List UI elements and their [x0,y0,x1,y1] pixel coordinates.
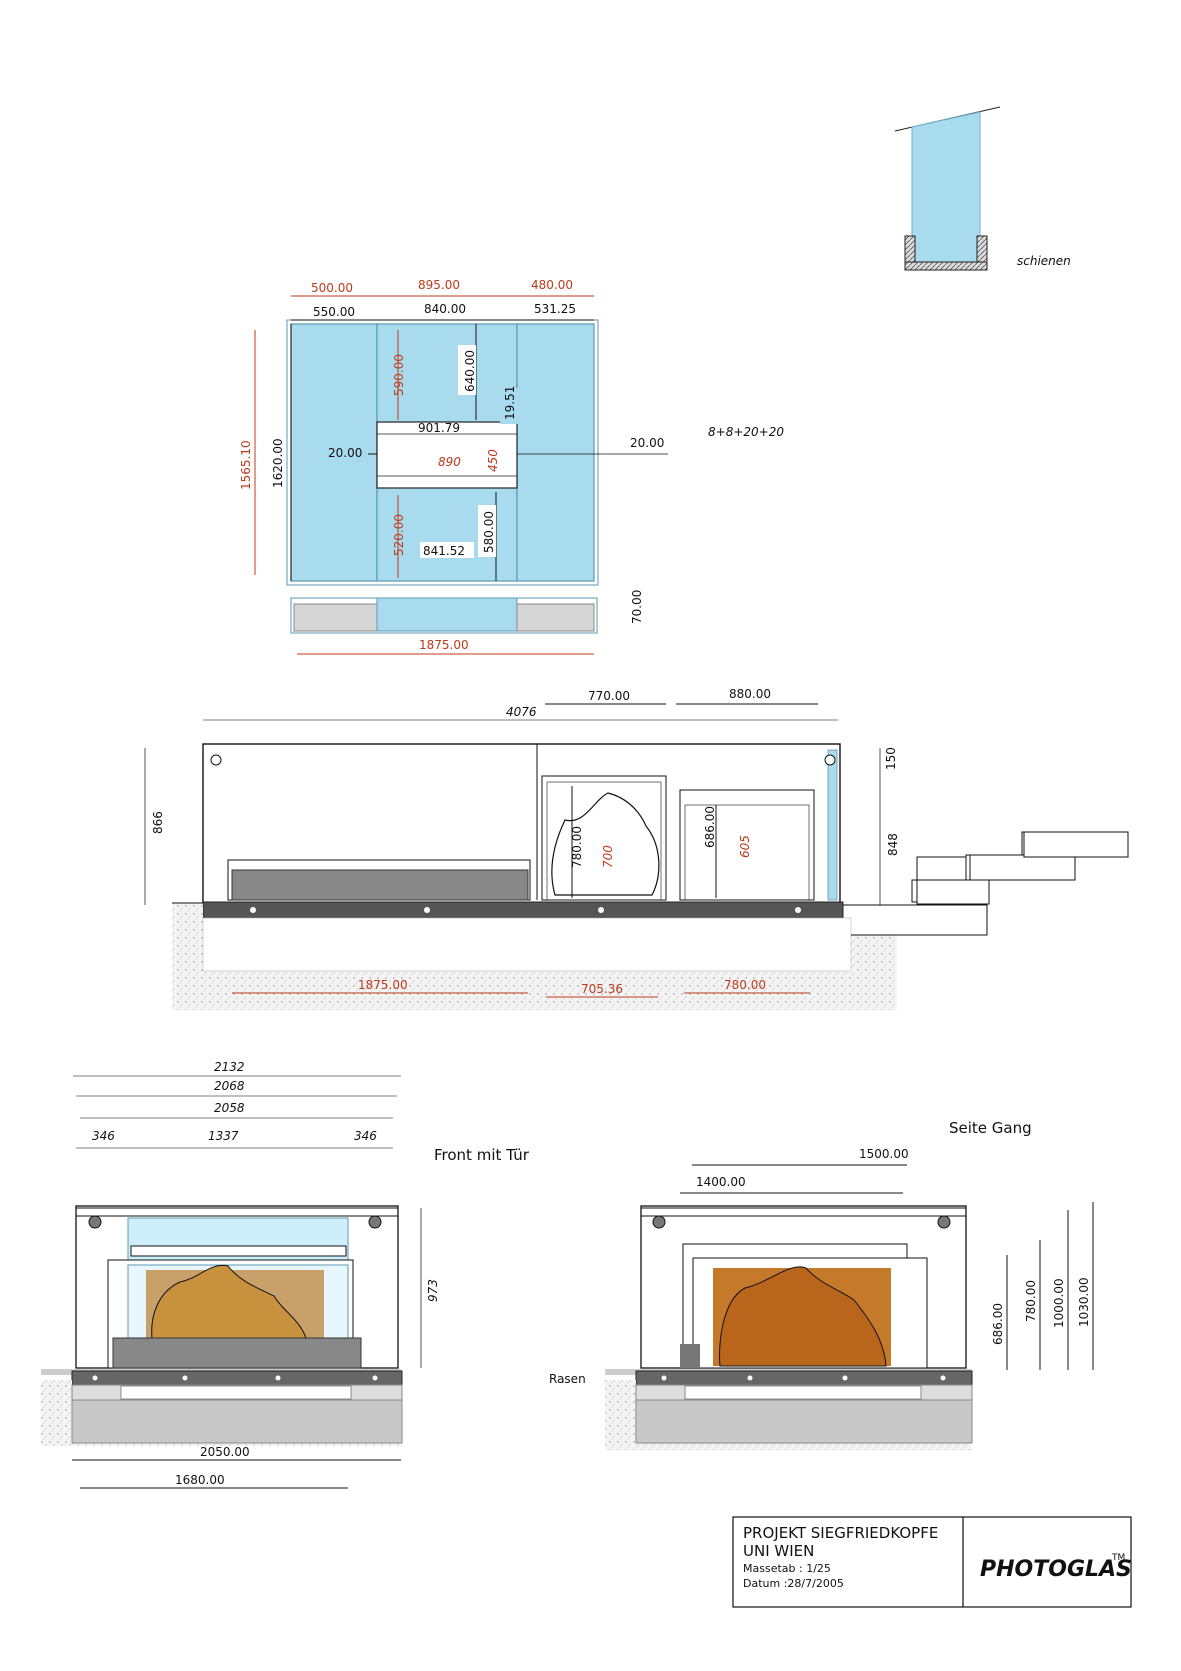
dim-880: 880.00 [729,687,771,701]
dim-top-red-2: 895.00 [418,278,460,292]
dim-top-red-3: 480.00 [531,278,573,292]
side-h-780: 780.00 [1024,1280,1038,1322]
w-346-b: 346 [354,1129,377,1143]
base-right-block [516,603,595,632]
base-left-block [293,603,378,632]
side-h-686: 686.00 [991,1303,1005,1345]
base-center-glass [376,597,518,632]
upper-black: 640.00 [463,350,477,392]
base-width: 1875.00 [419,638,469,652]
dim-top-black-1: 550.00 [313,305,355,319]
date: Datum :28/7/2005 [743,1577,844,1590]
logo-trademark: TM [1111,1553,1125,1563]
section-view: 4076 770.00 880.00 [144,687,1129,1010]
w-346-a: 346 [92,1129,115,1143]
front-door-title: Front mit Tür [434,1146,530,1164]
title-block: PROJEKT SIEGFRIEDKOPFE UNI WIEN Massetab… [732,1516,1132,1608]
w-2068: 2068 [214,1079,245,1093]
w-1680: 1680.00 [175,1473,225,1487]
bottom-780: 780.00 [724,978,766,992]
side-gap-right: 20.00 [630,436,664,450]
glass-spec: 8+8+20+20 [708,425,784,439]
h-605: 605 [738,835,752,858]
w-2058: 2058 [214,1101,245,1115]
opening-width-black: 901.79 [418,421,460,435]
logo: PHOTOGLAS [980,1557,1132,1582]
h-150: 150 [884,747,898,770]
side-gang-title: Seite Gang [949,1119,1032,1137]
w-1400: 1400.00 [696,1175,746,1189]
lower-width: 841.52 [423,544,465,558]
height-total-red: 1565.10 [239,440,253,490]
bottom-1875: 1875.00 [358,978,408,992]
opening-height-red: 450 [486,449,500,472]
side-h-1000: 1000.00 [1052,1278,1066,1328]
dim-770: 770.00 [588,689,630,703]
floor-slab [202,901,844,919]
rail-detail-label: schienen [1017,254,1071,268]
w-1500: 1500.00 [859,1147,909,1161]
client-name: UNI WIEN [743,1542,814,1560]
lower-red: 520.00 [392,514,406,556]
base-height: 70.00 [630,590,644,624]
bottom-705: 705.36 [581,982,623,996]
lower-black: 580.00 [482,511,496,553]
h-848: 848 [886,833,900,856]
dim-top-black-3: 531.25 [534,302,576,316]
project-name: PROJEKT SIEGFRIEDKOPFE [743,1524,938,1542]
h-973: 973 [426,1279,440,1302]
opening-width-red: 890 [438,455,461,469]
rail-detail: schienen [894,106,1071,271]
height-total-black: 1620.00 [271,438,285,488]
w-1337: 1337 [208,1129,239,1143]
side-gap-left: 20.00 [328,446,362,460]
total-length: 4076 [506,705,537,719]
dim-top-red-1: 500.00 [311,281,353,295]
dim-top-black-2: 840.00 [424,302,466,316]
scale: Massetab : 1/25 [743,1562,831,1575]
w-2132: 2132 [214,1060,245,1074]
window-opening [376,421,518,489]
upper-red: 590.00 [392,354,406,396]
h-700: 700 [601,845,615,868]
h-866: 866 [151,811,165,834]
front-elevation: 500.00 895.00 480.00 550.00 840.00 531.2… [239,278,784,655]
side-h-1030: 1030.00 [1077,1277,1091,1327]
w-2050: 2050.00 [200,1445,250,1459]
front-door-view: 2132 2068 2058 346 1337 346 Front mit Tü… [41,1060,530,1489]
h-686: 686.00 [703,806,717,848]
side-gang-view: Seite Gang 1500.00 1400.00 Rasen 686.00 … [549,1119,1094,1450]
h-780: 780.00 [570,826,584,868]
ground-label: Rasen [549,1372,586,1386]
gap-small: 19.51 [503,386,517,420]
glass-panel-right [516,323,595,582]
